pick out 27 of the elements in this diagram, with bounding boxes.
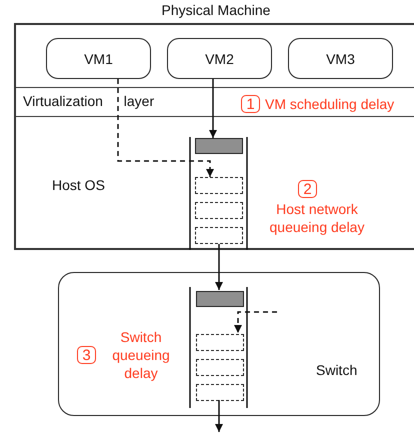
arrow: [215, 244, 223, 290]
vm-box: VM1: [46, 38, 151, 79]
layer-label: Virtualization layer: [23, 93, 154, 109]
arrow: [215, 400, 223, 432]
machine-title: Physical Machine: [160, 2, 272, 18]
empty-slot: [196, 359, 244, 376]
delay-note: VM scheduling delay: [265, 95, 396, 113]
empty-slot: [195, 202, 243, 219]
delay-note: Host network queueing delay: [268, 200, 366, 236]
empty-slot: [195, 227, 243, 244]
vm-box: VM3: [288, 38, 393, 79]
empty-slot: [196, 384, 244, 401]
dashed-arrow: [117, 79, 214, 177]
step-number: 1: [241, 95, 260, 113]
packet-slot: [195, 138, 243, 154]
step-number: 3: [77, 346, 96, 364]
packet-slot: [196, 291, 244, 307]
empty-slot: [196, 334, 244, 351]
switch-box: [58, 272, 380, 416]
switch-label: Switch: [316, 362, 358, 378]
empty-slot: [195, 177, 243, 194]
arrow: [209, 79, 217, 138]
region-label: Host OS: [52, 177, 105, 193]
dashed-arrow: [234, 311, 277, 333]
step-number: 2: [298, 180, 317, 198]
vm-box: VM2: [167, 38, 272, 79]
delay-note: Switch queueing delay: [111, 328, 171, 382]
